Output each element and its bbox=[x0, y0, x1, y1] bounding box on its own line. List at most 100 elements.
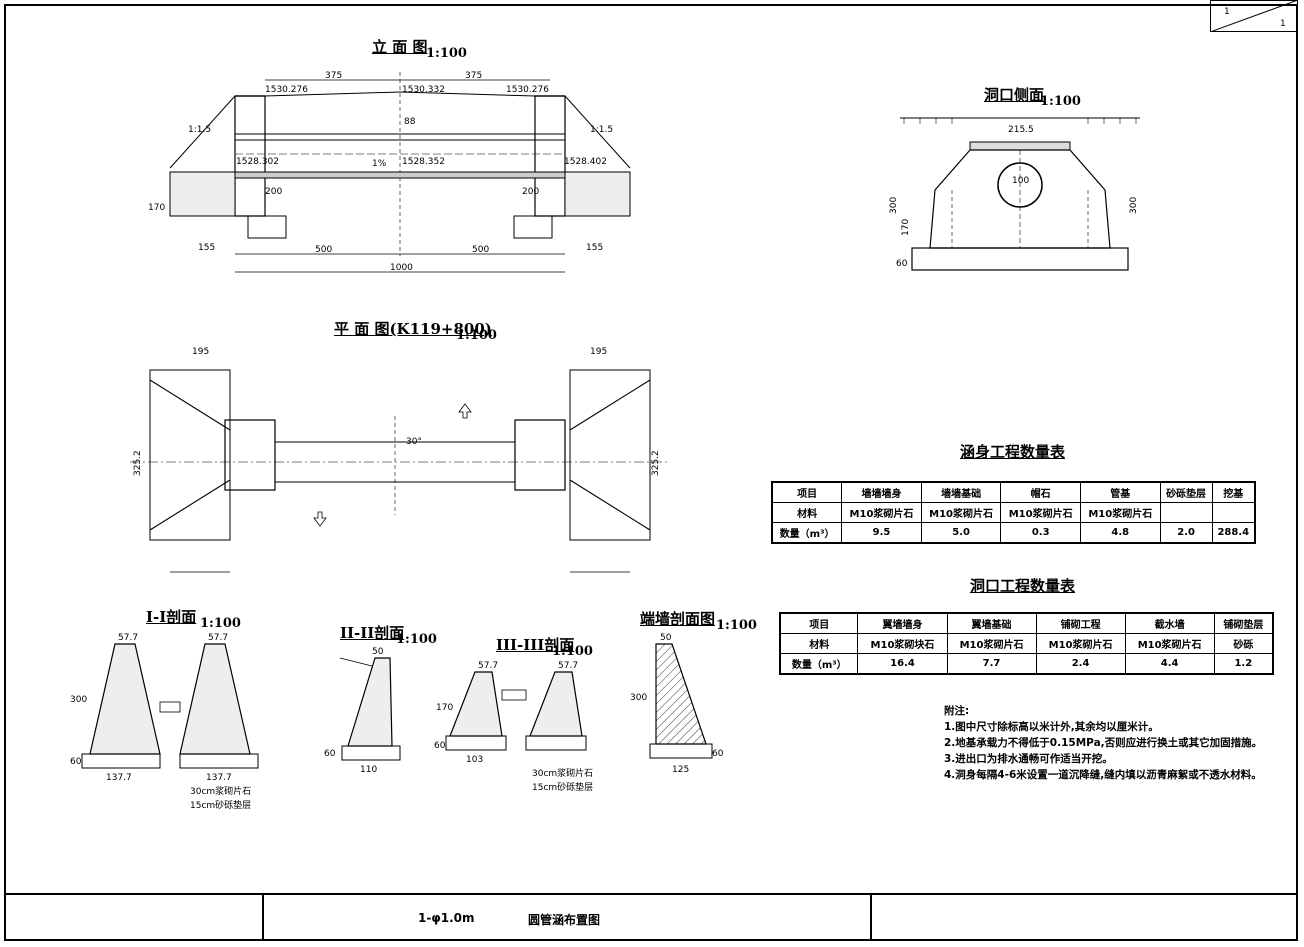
table-row: 材料 M10浆砌片石 M10浆砌片石 M10浆砌片石 M10浆砌片石 bbox=[771, 502, 1256, 523]
table-cell: 墙墙基础 bbox=[920, 481, 1002, 503]
table-cell: 帽石 bbox=[1000, 481, 1081, 503]
s1-found: 60 bbox=[70, 757, 82, 767]
notes-heading: 附注: bbox=[944, 705, 970, 717]
s1-layer2: 15cm砂砾垫层 bbox=[190, 799, 251, 811]
table-cell: M10浆砌片石 bbox=[920, 502, 1002, 523]
notes-block: 附注: 1.图中尺寸除标高以米计外,其余均以厘米计。 2.地基承载力不得低于0.… bbox=[944, 703, 1262, 783]
plan-scale: 1:100 bbox=[456, 328, 497, 343]
elev-dim-bot-right: 500 bbox=[472, 245, 489, 255]
note-item: 2.地基承载力不得低于0.15MPa,否则应进行换土或其它加固措施。 bbox=[944, 737, 1263, 749]
table-row: 项目 墙墙墙身 墙墙基础 帽石 管基 砂砾垫层 挖基 bbox=[771, 481, 1256, 503]
title-block-divider bbox=[870, 895, 872, 941]
section1-drawing: 57.7 57.7 300 137.7 137.7 60 30cm浆砌片石 15… bbox=[70, 633, 259, 811]
drawing-frame bbox=[4, 4, 1298, 941]
portal-title: 洞口侧面 bbox=[984, 86, 1045, 104]
table-cell: M10浆砌片石 bbox=[1079, 502, 1161, 523]
sheet-current: 1 bbox=[1224, 7, 1230, 17]
table-cell: 9.5 bbox=[841, 522, 922, 544]
table-cell: 数量（m³） bbox=[779, 653, 859, 675]
table-cell: 5.0 bbox=[920, 522, 1002, 544]
table-cell: 7.7 bbox=[946, 653, 1037, 675]
s1-top-left: 57.7 bbox=[118, 633, 138, 643]
elev-apron-left: 200 bbox=[265, 187, 282, 197]
portal-table-title: 洞口工程数量表 bbox=[970, 577, 1076, 595]
table-cell: 截水墙 bbox=[1124, 612, 1215, 634]
elev-label-left-top: 1530.276 bbox=[265, 85, 308, 95]
table-row: 数量（m³） 9.5 5.0 0.3 4.8 2.0 288.4 bbox=[771, 522, 1256, 544]
table-cell: 材料 bbox=[779, 633, 859, 654]
s2-found: 60 bbox=[324, 749, 336, 759]
table-cell: M10浆砌片石 bbox=[1124, 633, 1215, 654]
table-cell: 数量（m³） bbox=[771, 522, 843, 544]
elevation-scale: 1:100 bbox=[426, 46, 467, 61]
table-cell: M10浆砌片石 bbox=[841, 502, 922, 523]
table-cell: 墙墙墙身 bbox=[841, 481, 922, 503]
section2-drawing: 50 110 60 bbox=[324, 647, 401, 775]
elevation-drawing: 375 375 1530.276 1530.332 1530.276 1:1.5… bbox=[148, 71, 631, 273]
body-quantity-table: 项目 墙墙墙身 墙墙基础 帽石 管基 砂砾垫层 挖基 材料 M10浆砌片石 M1… bbox=[771, 481, 1256, 544]
table-cell: 项目 bbox=[771, 481, 843, 503]
table-cell: 砂砾垫层 bbox=[1159, 481, 1213, 503]
table-cell: 砂砾 bbox=[1213, 633, 1274, 654]
elev-ratio-right: 1:1.5 bbox=[590, 125, 613, 135]
table-cell: 4.8 bbox=[1079, 522, 1161, 544]
table-cell: M10浆砌片石 bbox=[1000, 502, 1081, 523]
table-cell: 16.4 bbox=[857, 653, 948, 675]
elev-label-mid-top: 1530.332 bbox=[402, 85, 445, 95]
elev-found-h: 170 bbox=[148, 203, 165, 213]
note-item: 4.洞身每隔4-6米设置一道沉降缝,缝内填以沥青麻絮或不透水材料。 bbox=[944, 769, 1262, 781]
table-cell: 翼墙墙身 bbox=[857, 612, 948, 634]
note-item: 1.图中尺寸除标高以米计外,其余均以厘米计。 bbox=[944, 721, 1159, 733]
portal-dim-found: 60 bbox=[896, 259, 908, 269]
table-row: 数量（m³） 16.4 7.7 2.4 4.4 1.2 bbox=[779, 653, 1274, 675]
section3-scale: 1:100 bbox=[552, 644, 593, 659]
endwall-drawing: 50 300 125 60 bbox=[630, 633, 724, 775]
elevation-title: 立 面 图 bbox=[372, 38, 428, 56]
sheet-number-box: 1 1 bbox=[1210, 0, 1298, 32]
ew-top: 50 bbox=[660, 633, 672, 643]
elev-dim-bot-left: 500 bbox=[315, 245, 332, 255]
table-cell bbox=[1159, 502, 1213, 523]
title-block: 1-φ1.0m 圆管涵布置图 bbox=[4, 893, 1298, 941]
plan-dim-wing-left: 195 bbox=[192, 347, 209, 357]
section2-title: II-II剖面 bbox=[340, 624, 405, 642]
title-block-spec: 1-φ1.0m bbox=[418, 911, 475, 925]
plan-title: 平 面 图(K119+800) bbox=[334, 320, 492, 338]
s3-layer2: 15cm砂砾垫层 bbox=[532, 781, 593, 793]
section2-scale: 1:100 bbox=[396, 632, 437, 647]
s3-base: 103 bbox=[466, 755, 483, 765]
title-block-name: 圆管涵布置图 bbox=[528, 913, 601, 927]
elev-dim-total: 1000 bbox=[390, 263, 413, 273]
sheet-total: 1 bbox=[1280, 19, 1286, 29]
s1-top-right: 57.7 bbox=[208, 633, 228, 643]
s1-layer1: 30cm浆砌片石 bbox=[190, 785, 251, 797]
note-item: 3.进出口为排水通畅可作适当开挖。 bbox=[944, 753, 1113, 765]
table-cell: 翼墙基础 bbox=[946, 612, 1037, 634]
section1-title: I-I剖面 bbox=[146, 608, 197, 626]
table-cell: 288.4 bbox=[1211, 522, 1256, 544]
s3-layer1: 30cm浆砌片石 bbox=[532, 767, 593, 779]
ew-found: 60 bbox=[712, 749, 724, 759]
elev-label-left-bot: 1528.302 bbox=[236, 157, 279, 167]
s1-base-left: 137.7 bbox=[106, 773, 132, 783]
table-cell: 管基 bbox=[1079, 481, 1161, 503]
portal-scale: 1:100 bbox=[1040, 94, 1081, 109]
elev-apron-right: 200 bbox=[522, 187, 539, 197]
table-cell: M10浆砌片石 bbox=[946, 633, 1037, 654]
table-cell: 项目 bbox=[779, 612, 859, 634]
elev-slope: 1% bbox=[372, 159, 387, 169]
s2-top: 50 bbox=[372, 647, 384, 657]
elev-fill-height: 88 bbox=[404, 117, 416, 127]
elev-found-w-right: 155 bbox=[586, 243, 603, 253]
s3-top-left: 57.7 bbox=[478, 661, 498, 671]
table-cell: M10浆砌块石 bbox=[857, 633, 948, 654]
s2-base: 110 bbox=[360, 765, 377, 775]
table-cell bbox=[1211, 502, 1256, 523]
plan-drawing: 195 195 30° 325.2 325.2 bbox=[130, 347, 670, 573]
table-cell: 挖基 bbox=[1211, 481, 1256, 503]
ew-height: 300 bbox=[630, 693, 647, 703]
section3-drawing: 57.7 57.7 170 103 60 30cm浆砌片石 15cm砂砾垫层 bbox=[434, 661, 593, 793]
portal-dim-h-right: 300 bbox=[1129, 197, 1139, 214]
portal-dim-top: 215.5 bbox=[1008, 125, 1034, 135]
portal-dim-pipe: 100 bbox=[1012, 176, 1029, 186]
